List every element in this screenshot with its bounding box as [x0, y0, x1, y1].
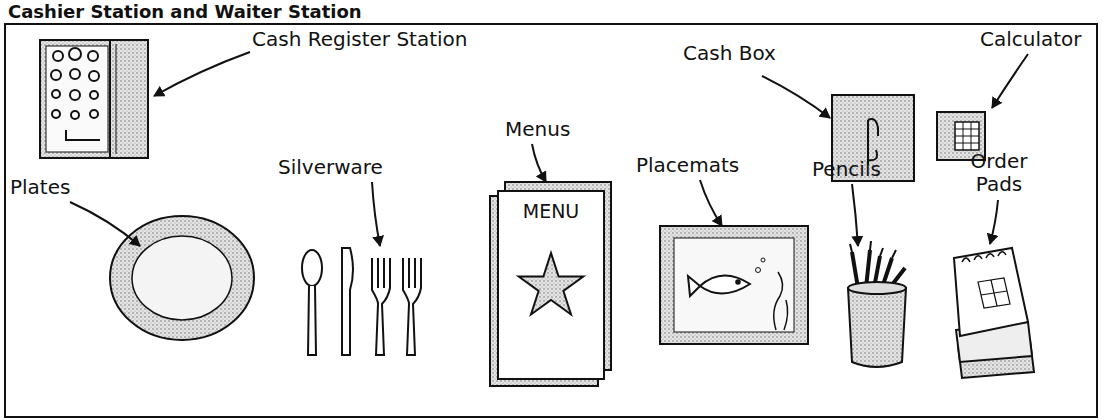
pencil-cup	[848, 241, 906, 367]
starfish-shape	[519, 253, 584, 315]
leader-arrow	[700, 180, 722, 226]
leader-arrow	[992, 54, 1028, 108]
silverware	[302, 248, 421, 355]
part-label: Calculator	[980, 28, 1082, 51]
leader-arrow	[154, 52, 250, 96]
leader-arrow	[532, 144, 546, 182]
leader-arrow	[852, 184, 858, 246]
part-label: Cash Register Station	[252, 28, 467, 51]
menu-card: MENU	[497, 190, 605, 380]
cash-register	[40, 40, 148, 158]
part-label: Silverware	[278, 156, 383, 179]
menu-heading: MENU	[499, 200, 603, 222]
placemat	[660, 226, 808, 344]
part-label: Plates	[10, 176, 70, 199]
plate	[110, 216, 254, 340]
leader-arrows	[70, 52, 1028, 246]
menu-stack	[490, 182, 611, 386]
frame	[5, 24, 1097, 417]
part-label: Menus	[505, 118, 570, 141]
part-label: Cash Box	[683, 42, 776, 65]
order-pads	[954, 248, 1034, 378]
leader-arrow	[70, 202, 140, 246]
leader-arrow	[990, 200, 998, 244]
part-label: Order Pads	[958, 150, 1040, 196]
diagram-title: Cashier Station and Waiter Station	[8, 1, 362, 22]
part-label: Pencils	[812, 158, 881, 181]
leader-arrow	[762, 76, 830, 118]
leader-arrow	[372, 182, 380, 246]
part-label: Placemats	[636, 154, 739, 177]
